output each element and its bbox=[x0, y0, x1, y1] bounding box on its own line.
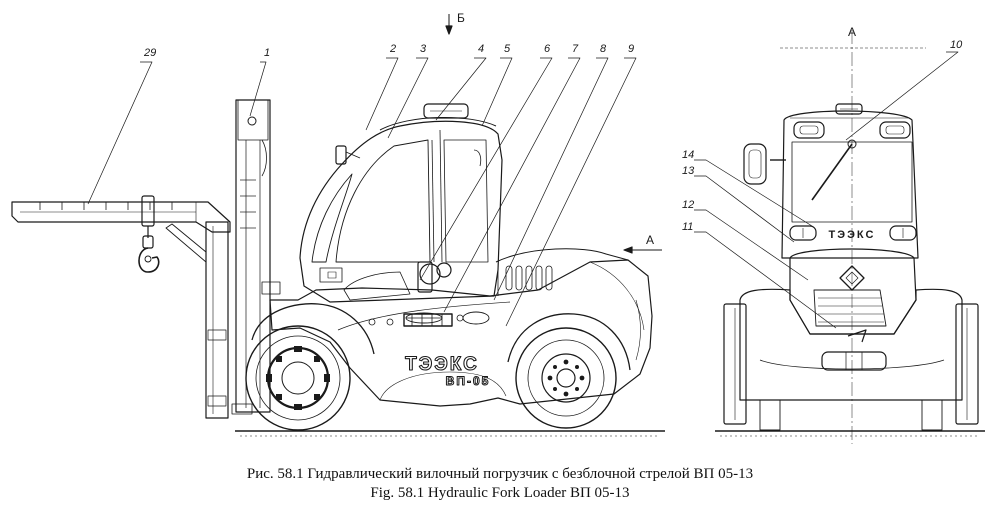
callout-2: 2 bbox=[389, 43, 396, 55]
callout-6: 6 bbox=[544, 43, 551, 55]
mast bbox=[231, 99, 281, 415]
ground-line bbox=[235, 430, 985, 437]
body-brand-text: ТЭЭКС bbox=[405, 354, 479, 375]
callout-13: 13 bbox=[682, 165, 695, 177]
callout-12: 12 bbox=[682, 199, 694, 211]
figure-caption-russian: Рис. 58.1 Гидравлический вилочный погруз… bbox=[246, 466, 754, 482]
callout-29: 29 bbox=[143, 47, 156, 59]
front-view bbox=[723, 30, 979, 444]
boom-assembly bbox=[11, 195, 231, 419]
callout-5: 5 bbox=[504, 43, 511, 55]
view-b-marker bbox=[445, 14, 453, 35]
view-a-arrow bbox=[623, 246, 662, 254]
view-a-title: А bbox=[848, 25, 856, 39]
callout-3: 3 bbox=[420, 43, 427, 55]
callout-1: 1 bbox=[264, 47, 270, 59]
callout-10: 10 bbox=[950, 39, 963, 51]
view-b-label: Б bbox=[457, 11, 465, 25]
leader-lines bbox=[87, 51, 959, 329]
front-brand-text: ТЭЭКС bbox=[829, 229, 876, 241]
callout-9: 9 bbox=[628, 43, 634, 55]
body-model-text: ВП-05 bbox=[446, 374, 491, 388]
callout-8: 8 bbox=[600, 43, 607, 55]
callout-4: 4 bbox=[478, 43, 484, 55]
view-a-arrow-label: А bbox=[646, 233, 654, 247]
figure-caption-english: Fig. 58.1 Hydraulic Fork Loader ВП 05-13 bbox=[370, 485, 630, 501]
callout-7: 7 bbox=[572, 43, 579, 55]
truck-chassis bbox=[251, 248, 653, 407]
callout-14: 14 bbox=[682, 149, 694, 161]
front-wheel bbox=[245, 325, 351, 431]
cab bbox=[299, 103, 503, 327]
rear-wheel bbox=[515, 327, 617, 429]
callout-11: 11 bbox=[682, 221, 693, 233]
technical-drawing: ТЭЭКС ВП-05 bbox=[11, 11, 985, 444]
